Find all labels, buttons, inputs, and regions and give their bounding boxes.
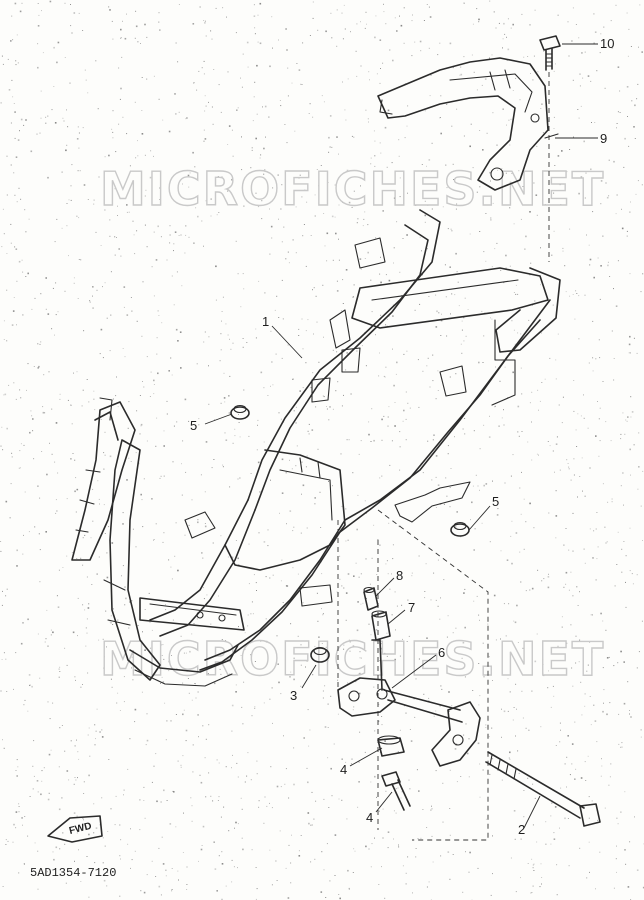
diagram-code: 5AD1354-7120 bbox=[30, 866, 116, 880]
part-3-damper bbox=[310, 646, 330, 663]
part-2-pivot-shaft bbox=[485, 751, 601, 827]
callout-2: 2 bbox=[518, 822, 525, 837]
callout-7: 7 bbox=[408, 600, 415, 615]
callout-1: 1 bbox=[262, 314, 269, 329]
fwd-label: FWD bbox=[68, 821, 93, 837]
part-8-collar bbox=[363, 586, 379, 611]
part-1-frame bbox=[71, 209, 561, 687]
callout-3: 3 bbox=[290, 688, 297, 703]
part-7-bushing bbox=[371, 610, 391, 641]
part-6-engine-bracket bbox=[337, 639, 481, 767]
callout-5-lower: 5 bbox=[492, 494, 499, 509]
callout-5-upper: 5 bbox=[190, 418, 197, 433]
part-10-bolt bbox=[539, 35, 561, 71]
callout-4-upper: 4 bbox=[340, 762, 347, 777]
callout-6: 6 bbox=[438, 645, 445, 660]
part-4-bolt-lower bbox=[381, 771, 411, 811]
part-5-grommet-upper bbox=[230, 404, 250, 420]
part-4-collar-upper bbox=[377, 735, 405, 757]
callout-9: 9 bbox=[600, 131, 607, 146]
callout-8: 8 bbox=[396, 568, 403, 583]
watermark-top: MICROFICHES.NET bbox=[100, 162, 605, 216]
forward-direction-arrow: FWD bbox=[47, 815, 103, 843]
assembly-guides bbox=[337, 72, 550, 841]
callout-10: 10 bbox=[600, 36, 614, 51]
part-5-grommet-lower bbox=[450, 521, 470, 537]
callout-4-lower: 4 bbox=[366, 810, 373, 825]
watermark-bottom: MICROFICHES.NET bbox=[100, 632, 605, 686]
part-9-bracket bbox=[377, 57, 559, 191]
leader-lines bbox=[204, 43, 598, 829]
